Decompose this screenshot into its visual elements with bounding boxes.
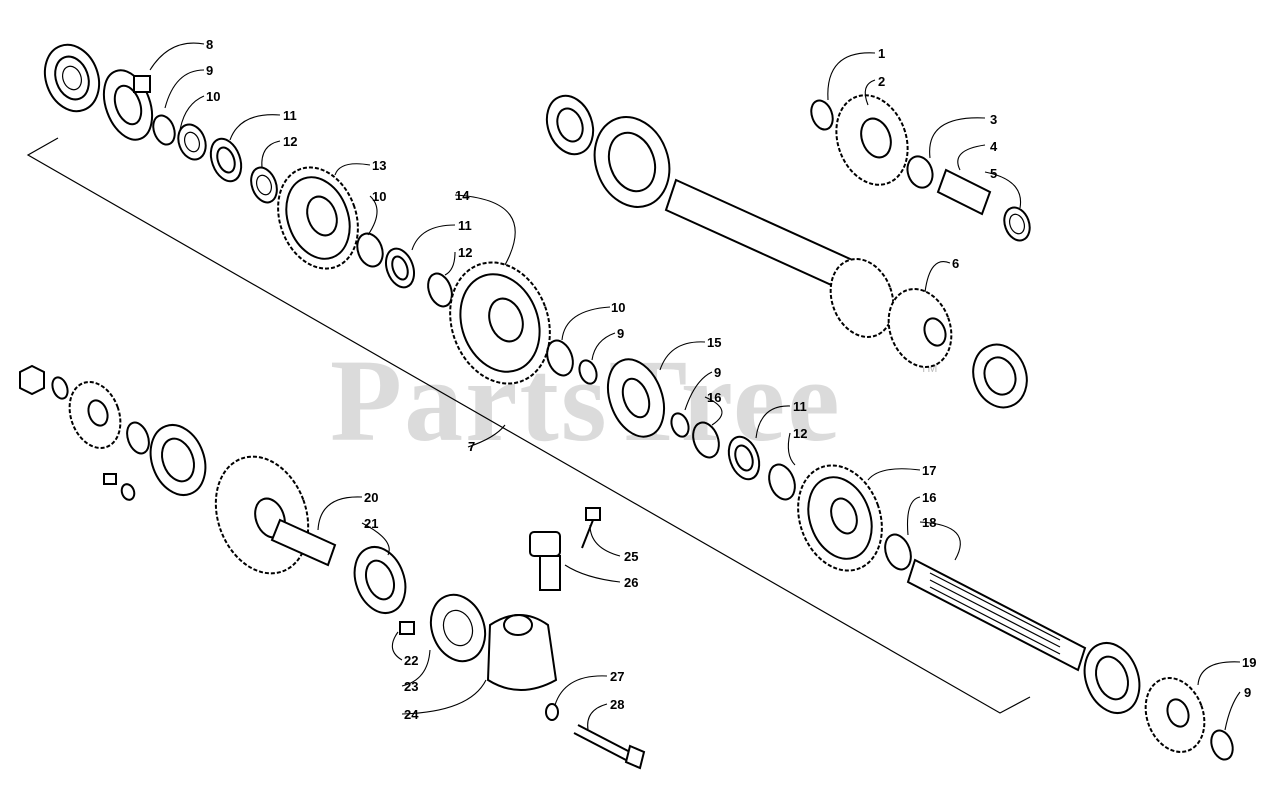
callout-28: 28 <box>610 697 624 712</box>
gear-13 <box>277 166 359 270</box>
callout-10b: 10 <box>372 189 386 204</box>
callout-5: 5 <box>990 166 997 181</box>
needle-bearing-11a <box>209 137 243 183</box>
gear-shaft-20 <box>214 455 337 575</box>
right-bearing-lower <box>1083 642 1141 714</box>
callout-12b: 12 <box>458 245 472 260</box>
shift-dog-clutch <box>102 69 154 141</box>
callout-1: 1 <box>878 46 885 61</box>
washer-5 <box>1003 206 1031 242</box>
callout-12c: 12 <box>793 426 807 441</box>
gear-2 <box>835 94 909 186</box>
callout-24: 24 <box>404 707 419 722</box>
gear-17 <box>797 464 883 572</box>
callout-11a: 11 <box>283 108 297 123</box>
bushing-12c <box>768 463 796 501</box>
bolt-25 <box>581 507 601 549</box>
callout-21: 21 <box>364 516 378 531</box>
small-gear <box>68 381 122 449</box>
callout-labels: 1 2 3 4 5 6 7 8 9 9 9 9 10 10 10 11 11 1… <box>206 37 1256 722</box>
bearing-21 <box>353 546 407 614</box>
top-seal <box>545 94 595 156</box>
snap-ring-9d <box>1210 729 1234 761</box>
thrust-washer-16a <box>692 421 720 459</box>
snap-ring-9a <box>152 114 176 146</box>
watermark-text: PartsTree <box>330 335 842 466</box>
callout-9d: 9 <box>1244 685 1251 700</box>
top-bearing <box>593 116 671 208</box>
bolt-small <box>103 473 136 501</box>
callout-25: 25 <box>624 549 638 564</box>
nut <box>19 364 45 396</box>
shift-clutch-15 <box>606 358 666 438</box>
assembly-bracket <box>26 137 1031 714</box>
washer-1 <box>810 99 834 131</box>
snap-ring-9b <box>578 359 598 385</box>
callout-6: 6 <box>952 256 959 271</box>
callout-2: 2 <box>878 74 885 89</box>
callout-9c: 9 <box>714 365 721 380</box>
callout-9a: 9 <box>206 63 213 78</box>
bushing-12a <box>250 166 278 204</box>
snap-ring-9c <box>670 412 690 438</box>
shaft-18 <box>906 558 1087 672</box>
gear-19 <box>1144 677 1206 753</box>
thrust-washer-16b <box>884 533 912 571</box>
sleeve-4 <box>936 168 992 216</box>
callout-8: 8 <box>206 37 213 52</box>
callout-10a: 10 <box>206 89 220 104</box>
callout-9b: 9 <box>617 326 624 341</box>
housing-24 <box>486 614 558 691</box>
callout-13: 13 <box>372 158 386 173</box>
callout-12a: 12 <box>283 134 297 149</box>
lower-washer <box>126 421 150 455</box>
callout-26: 26 <box>624 575 638 590</box>
callout-leaders <box>149 42 1241 731</box>
washer-27 <box>545 703 559 721</box>
callout-18: 18 <box>922 515 936 530</box>
callout-11c: 11 <box>793 399 807 414</box>
callout-15: 15 <box>707 335 721 350</box>
thrust-washer-10c <box>546 339 574 377</box>
needle-bearing-11b <box>384 247 416 289</box>
callout-4: 4 <box>990 139 998 154</box>
sensor-26 <box>529 531 561 591</box>
thrust-washer-10b <box>356 232 384 268</box>
pin-22 <box>399 621 415 635</box>
callout-10c: 10 <box>611 300 625 315</box>
left-bearing <box>43 43 101 113</box>
bolt-28 <box>573 724 646 770</box>
callout-16a: 16 <box>707 390 721 405</box>
shaft-end-bearing <box>972 343 1028 409</box>
callout-17: 17 <box>922 463 936 478</box>
bushing-12b <box>427 272 453 308</box>
gear-14 <box>449 261 551 385</box>
lower-bearing <box>149 424 207 496</box>
bushing-3 <box>906 155 934 189</box>
callout-14: 14 <box>455 188 470 203</box>
gasket-23 <box>429 593 487 663</box>
callout-3: 3 <box>990 112 997 127</box>
small-washer <box>51 376 69 400</box>
callout-27: 27 <box>610 669 624 684</box>
callout-20: 20 <box>364 490 378 505</box>
callout-11b: 11 <box>458 218 472 233</box>
callout-23: 23 <box>404 679 418 694</box>
watermark: PartsTree TM <box>330 335 937 466</box>
thrust-washer-10a <box>177 123 207 161</box>
shaft-6 <box>664 178 953 368</box>
callout-16b: 16 <box>922 490 936 505</box>
callout-19: 19 <box>1242 655 1256 670</box>
callout-7: 7 <box>468 439 475 454</box>
needle-bearing-11c <box>727 435 761 481</box>
callout-22: 22 <box>404 653 418 668</box>
